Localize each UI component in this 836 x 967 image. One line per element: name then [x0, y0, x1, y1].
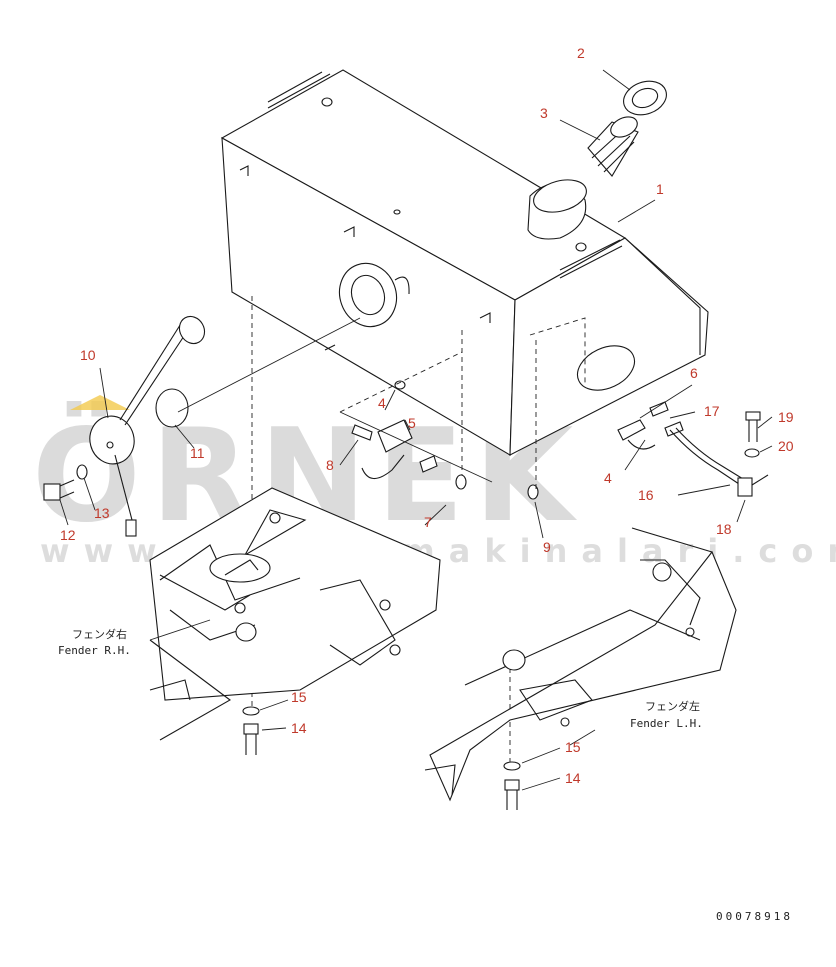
strainer — [587, 116, 639, 177]
bracket-parts — [351, 380, 684, 500]
callout-14-right: 14 — [565, 770, 581, 786]
callout-3: 3 — [540, 105, 548, 121]
callout-12: 12 — [60, 527, 76, 543]
callouts: 2 3 1 10 4 5 6 17 19 20 11 8 4 16 13 7 1… — [60, 45, 794, 786]
bolt-12-washer-13 — [43, 464, 88, 501]
watermark-accent — [70, 395, 130, 410]
callout-17: 17 — [704, 403, 720, 419]
fender-rh-en: Fender R.H. — [58, 644, 131, 657]
callout-leaders — [59, 69, 773, 791]
callout-16: 16 — [638, 487, 654, 503]
callout-15-left: 15 — [291, 689, 307, 705]
callout-10: 10 — [80, 347, 96, 363]
mount-bolts — [242, 706, 521, 810]
fender-lh-en: Fender L.H. — [630, 717, 703, 730]
diagram-id: 00078918 — [716, 910, 793, 923]
fender-rh-frame — [149, 487, 441, 741]
callout-4-upper: 4 — [378, 395, 386, 411]
callout-9: 9 — [543, 539, 551, 555]
callout-2: 2 — [577, 45, 585, 61]
fender-labels: フェンダ右 Fender R.H. フェンダ左 Fender L.H. — [58, 627, 703, 730]
callout-5: 5 — [408, 415, 416, 431]
fuel-tank — [220, 69, 709, 456]
filler-cap — [623, 80, 667, 116]
fuel-gauge — [89, 315, 206, 537]
callout-1: 1 — [656, 181, 664, 197]
callout-19: 19 — [778, 409, 794, 425]
callout-18: 18 — [716, 521, 732, 537]
fender-rh-jp: フェンダ右 — [72, 627, 127, 641]
callout-13: 13 — [94, 505, 110, 521]
callout-20: 20 — [778, 438, 794, 454]
gasket — [155, 388, 189, 428]
callout-14-left: 14 — [291, 720, 307, 736]
callout-11: 11 — [190, 445, 205, 461]
fender-lh-frame — [424, 527, 737, 802]
callout-4-lower: 4 — [604, 470, 612, 486]
callout-7: 7 — [424, 514, 432, 530]
callout-15-right: 15 — [565, 739, 581, 755]
fender-lh-jp: フェンダ左 — [645, 699, 700, 713]
hose-assembly — [669, 411, 769, 497]
callout-8: 8 — [326, 457, 334, 473]
watermark: ÖRNEK www.orneksmakinalari.com.tr — [32, 395, 836, 570]
callout-6: 6 — [690, 365, 698, 381]
